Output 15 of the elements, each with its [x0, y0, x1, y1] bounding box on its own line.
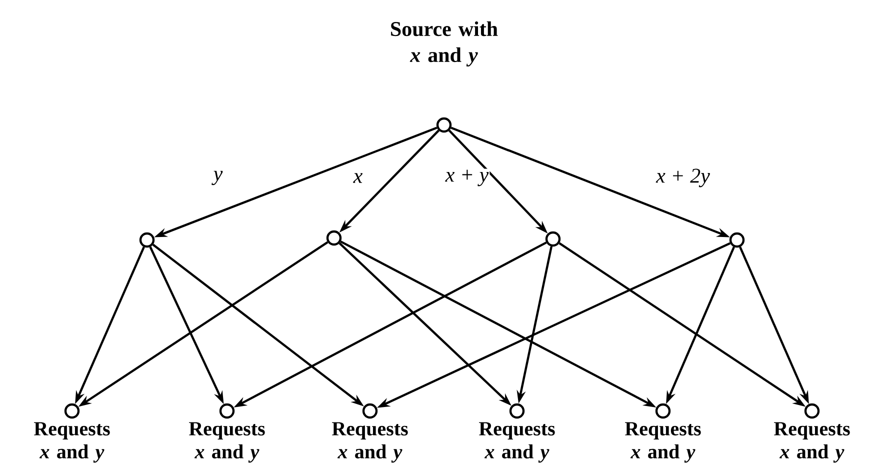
node-label: Requests x and y [332, 422, 408, 463]
edge-label: y [212, 170, 224, 186]
node-label: Requests x and y [479, 422, 555, 463]
node-circle [545, 231, 561, 247]
node-label: Requests x and y [34, 422, 110, 463]
node-label: Requests x and y [189, 422, 265, 463]
node-circle [326, 230, 342, 246]
edge-label: x [352, 172, 364, 184]
node-circle [139, 232, 155, 248]
edge-label: x + y [444, 168, 490, 188]
node-circle [729, 232, 745, 248]
node-label: Requests x and y [625, 422, 701, 463]
node-label: Source with x and y [391, 21, 498, 66]
edge-label: x + 2y [655, 168, 711, 188]
node-label: Requests x and y [774, 422, 850, 463]
